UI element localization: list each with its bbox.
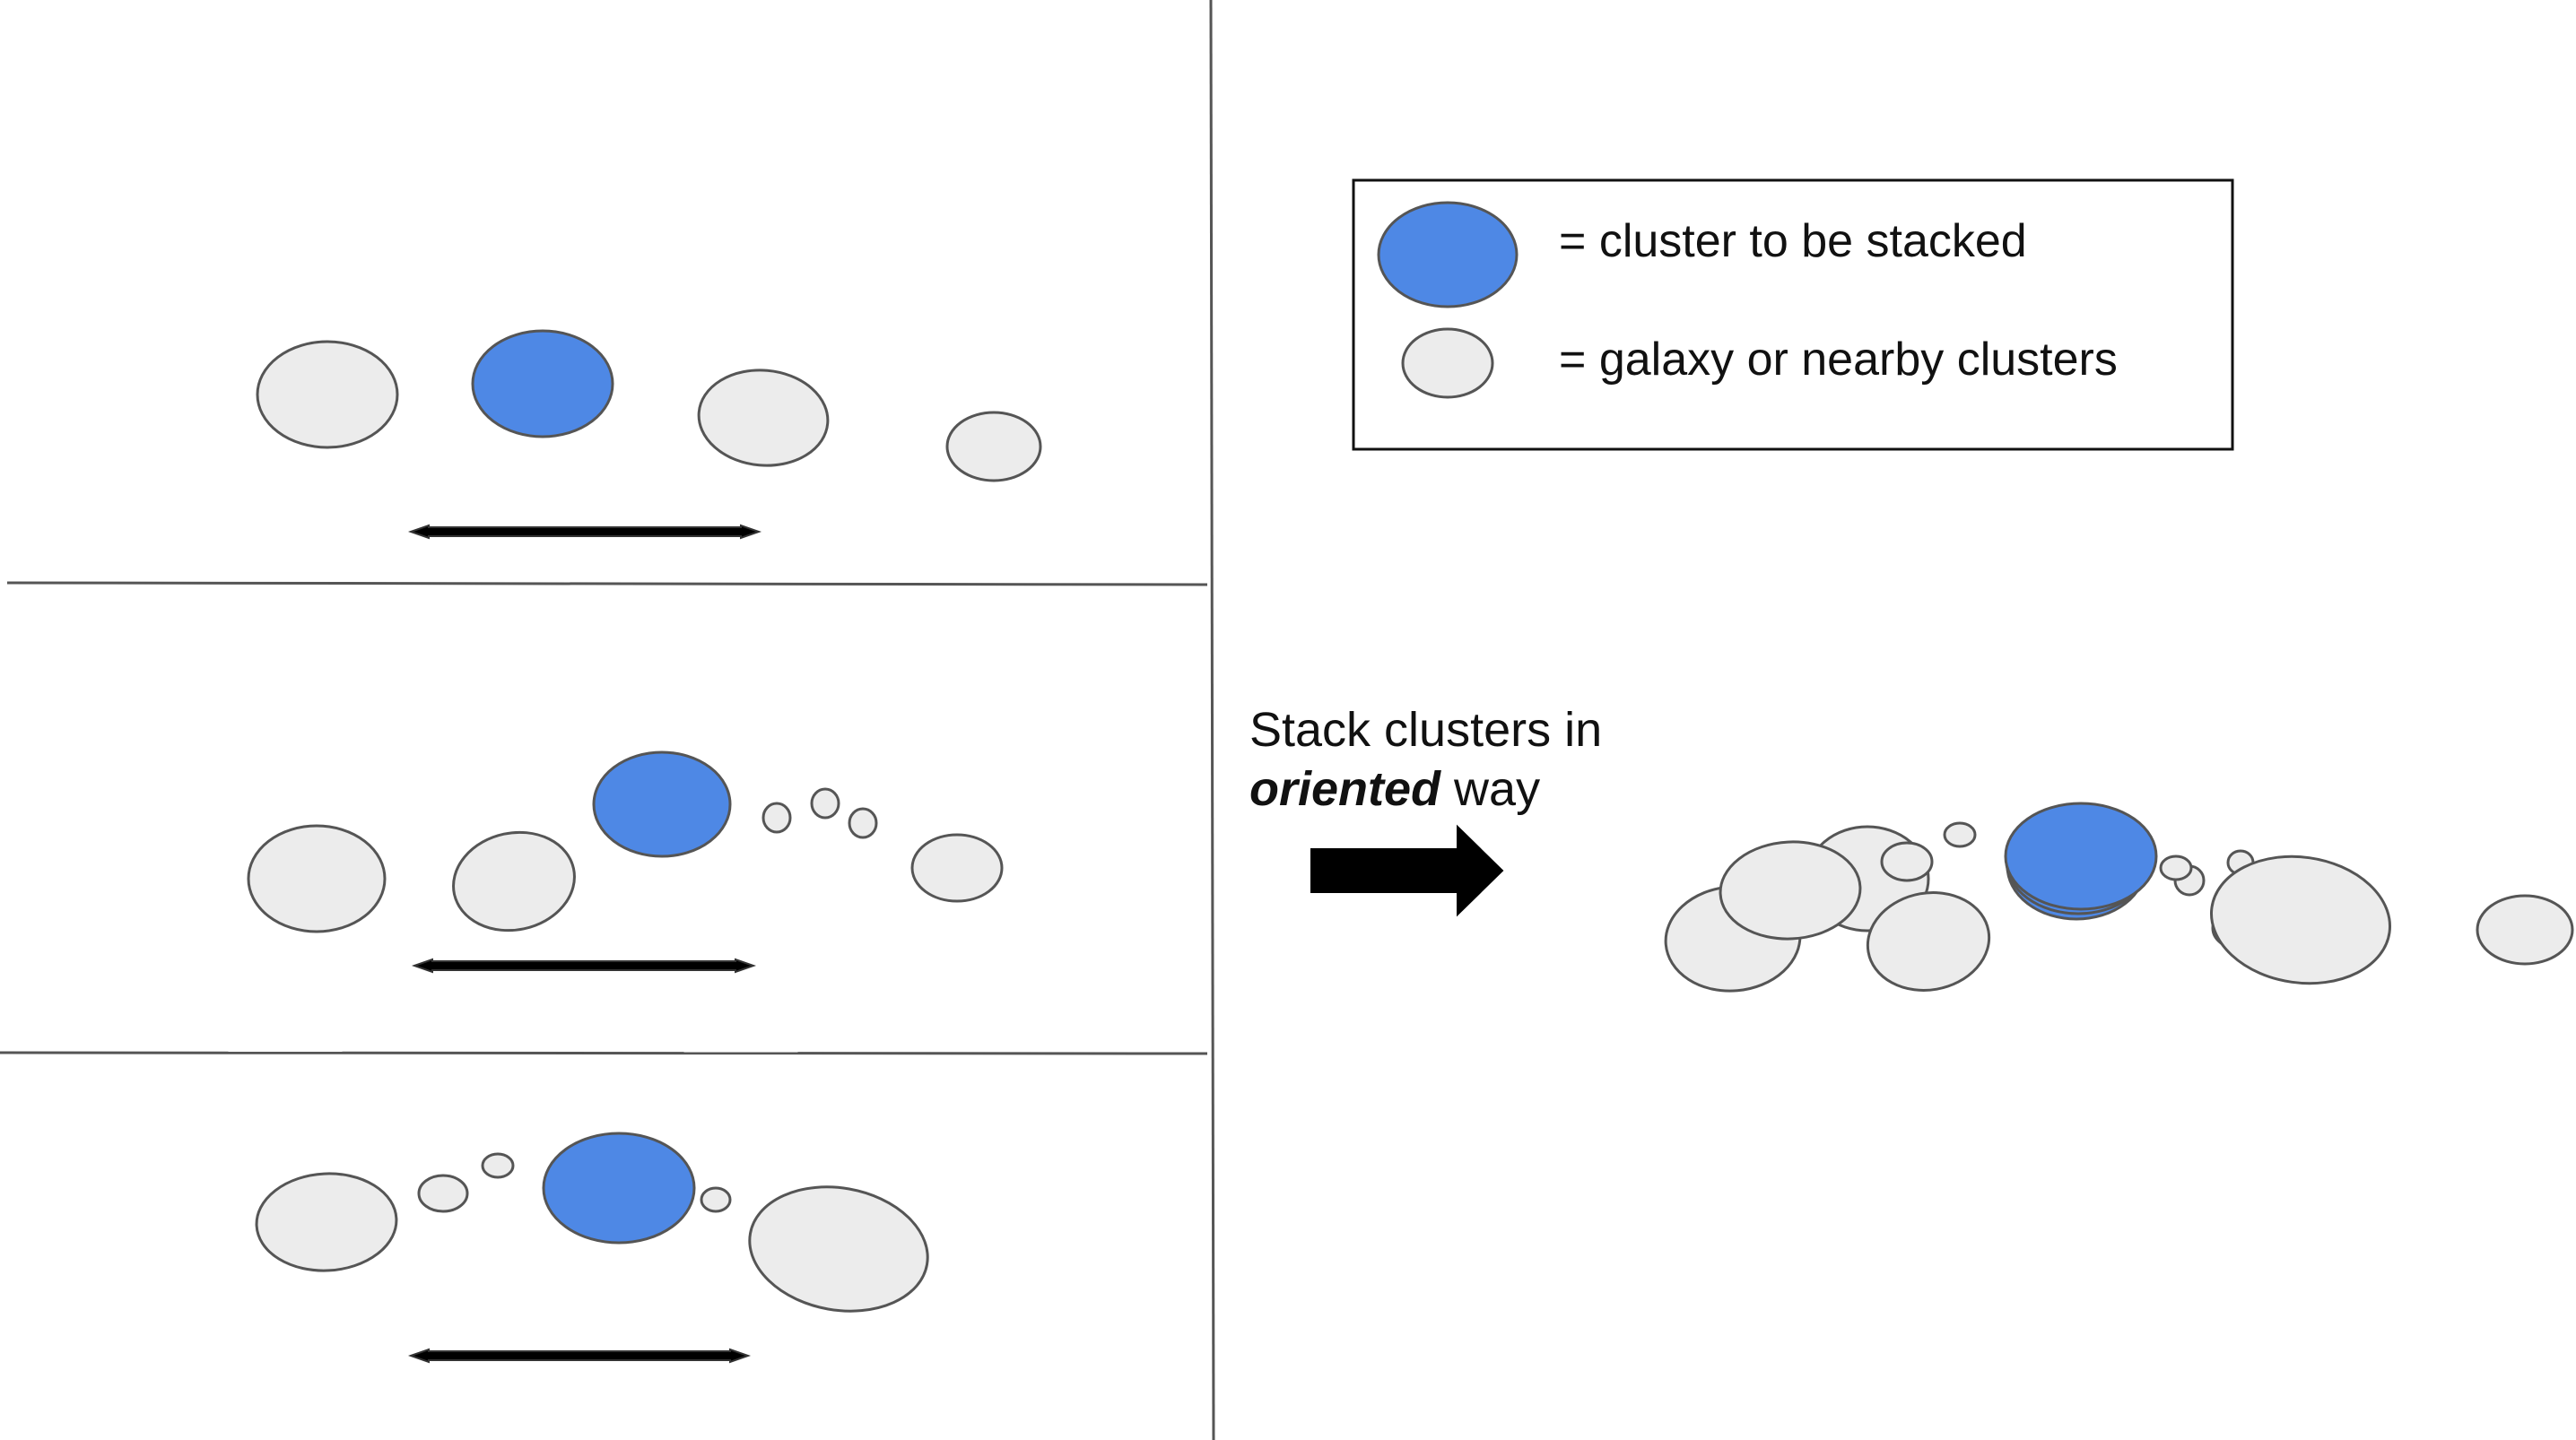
stacked-galaxy-ellipse [2159,854,2193,881]
galaxy-ellipse [945,411,1042,482]
galaxy-ellipse [700,1186,732,1213]
stacked-galaxy-ellipse [1943,821,1977,848]
stacked-galaxy-ellipse [2209,854,2392,985]
galaxy-ellipse [481,1152,515,1179]
galaxy-ellipse [256,340,399,449]
stack-caption-line2: oriented way [1249,762,1540,816]
cluster-ellipse [542,1132,696,1245]
legend-galaxy-swatch [1401,327,1494,399]
scale-bar [407,524,762,540]
stack-caption-line1: Stack clusters in [1249,703,1602,757]
panel-divider-2 [0,1051,1208,1055]
stacked-cluster-ellipse [2004,802,2158,911]
galaxy-ellipse [697,369,830,467]
stack-caption-emphasis: oriented [1249,762,1441,816]
legend-cluster-label: = cluster to be stacked [1559,215,2027,267]
stacked-galaxy-ellipse [1719,840,1862,941]
galaxy-ellipse [417,1174,469,1213]
panel-3 [255,1132,929,1364]
stacked-result [1664,802,2574,993]
scale-bar-arrow-icon [407,1348,752,1364]
scale-bar-arrow-icon [411,958,757,974]
stacked-galaxy-ellipse [1866,891,1991,992]
cluster-ellipse [592,750,732,858]
stacked-galaxy-ellipse [2476,894,2574,966]
galaxy-ellipse [452,830,576,933]
panel-2 [247,750,1004,974]
legend: = cluster to be stacked = galaxy or near… [1352,178,2234,451]
galaxy-ellipse [810,787,840,820]
galaxy-ellipse [255,1172,398,1272]
panel-1 [256,329,1042,540]
stacked-galaxy-ellipse [1880,841,1934,882]
galaxy-ellipse [247,824,387,933]
galaxy-ellipse [761,802,792,834]
cluster-ellipse [471,329,614,438]
galaxy-ellipse [848,807,878,839]
scale-bar [407,1348,752,1364]
panel-divider-1 [6,581,1208,586]
scale-bar [411,958,757,974]
galaxy-ellipse [910,833,1004,903]
scale-bar-arrow-icon [407,524,762,540]
legend-cluster-swatch [1377,201,1519,308]
panels-layer [247,329,1042,1364]
legend-galaxy-label: = galaxy or nearby clusters [1559,334,2118,386]
vertical-divider [1209,0,1215,1440]
stack-arrow-icon [1310,824,1504,917]
stack-caption-rest: way [1440,762,1540,816]
galaxy-ellipse [748,1185,929,1313]
